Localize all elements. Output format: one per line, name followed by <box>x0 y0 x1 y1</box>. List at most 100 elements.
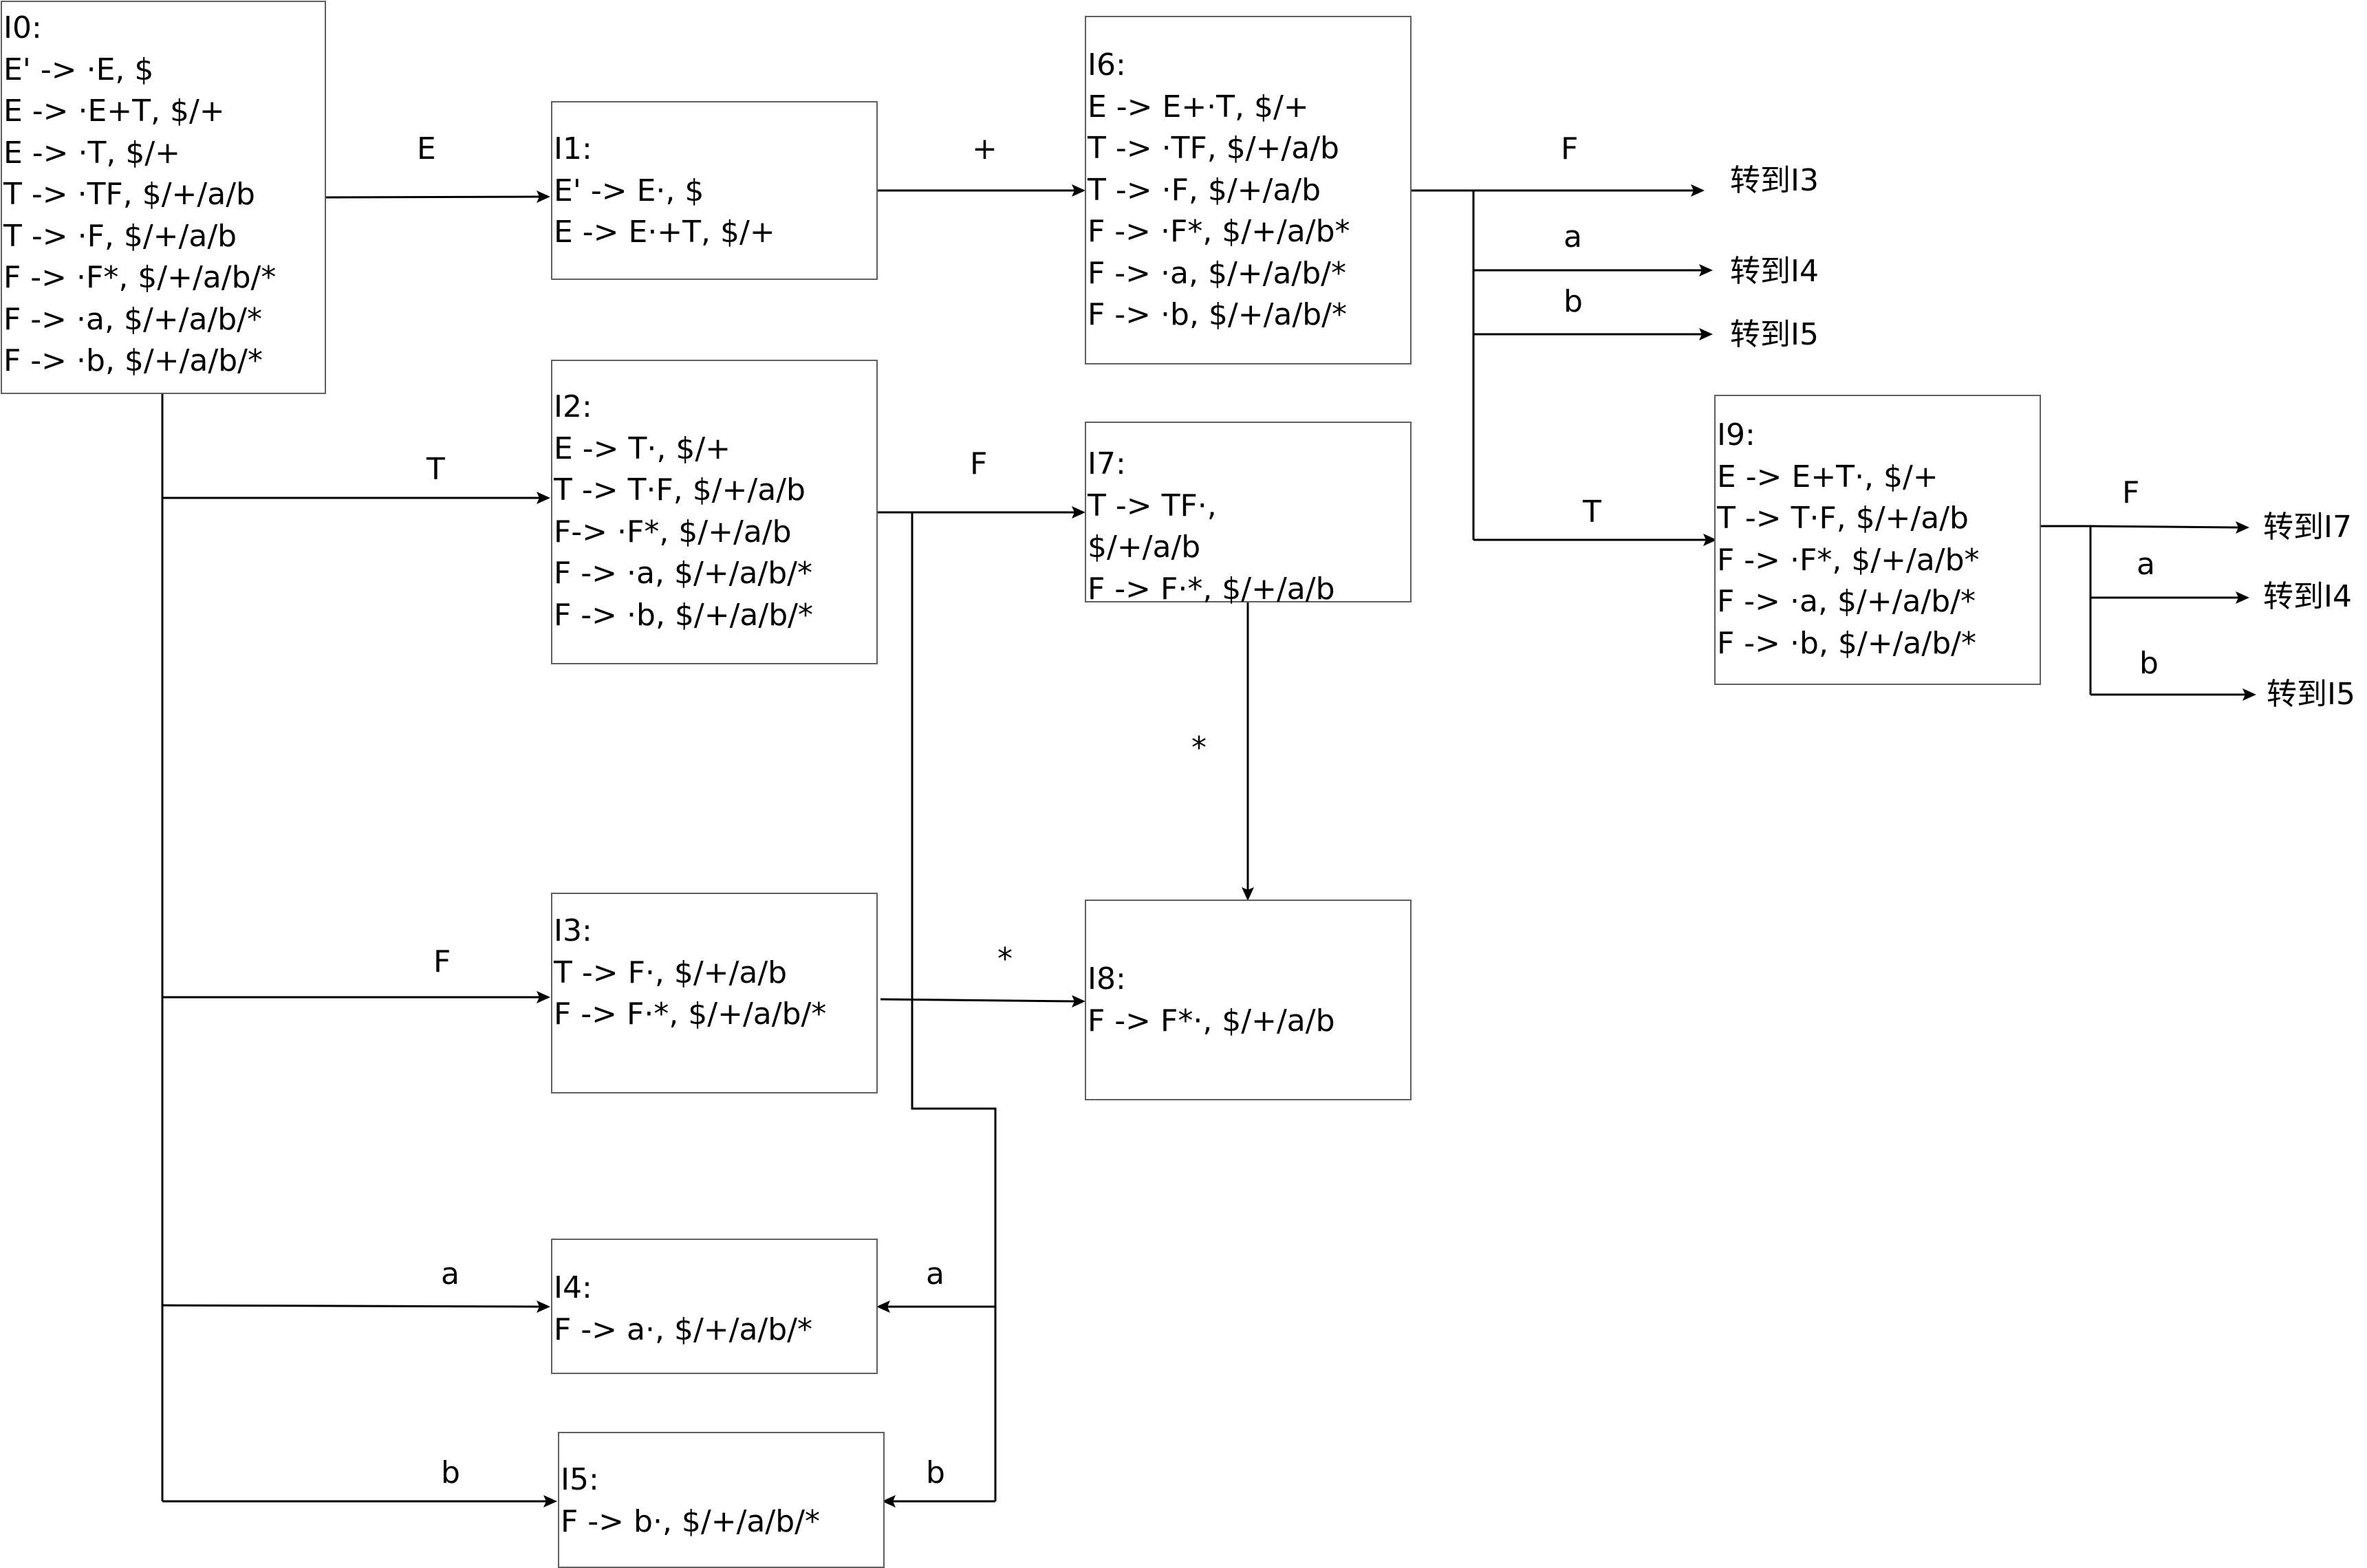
edge-label-i0-i3: F <box>433 944 451 979</box>
arrowhead <box>543 1495 557 1507</box>
edge-i9-goto-i7 <box>2090 525 2240 529</box>
state-box-i1: I1:E' -> E·, $E -> E·+T, $/+ <box>551 101 878 280</box>
state-box-i8: I8: F -> F*·, $/+/a/b <box>1085 900 1412 1100</box>
edge-label-i6-f: F <box>1561 131 1579 166</box>
lr-item: F -> ·F*, $/+/a/b/* <box>3 260 277 295</box>
arrowhead <box>2236 591 2249 604</box>
lr-item: F -> ·a, $/+/a/b/* <box>1717 584 1976 619</box>
lr-item: T -> ·TF, $/+/a/b <box>1088 131 1339 166</box>
arrowhead <box>2242 688 2256 701</box>
arrowhead <box>2236 521 2249 534</box>
lr-item: F -> ·F*, $/+/a/b* <box>1717 542 1980 578</box>
lr-item: F -> ·a, $/+/a/b/* <box>1088 255 1346 291</box>
lr-item: E' -> ·E, $ <box>3 52 154 87</box>
arrowhead <box>1703 534 1717 546</box>
lr-item: F -> F·*, $/+/a/b/* <box>554 997 827 1032</box>
edge-label-i0-i4: a <box>441 1256 460 1292</box>
edge-label-i6-i9: T <box>1583 494 1601 530</box>
edge-label-i2-i5: b <box>926 1455 945 1490</box>
lr-item: F -> ·a, $/+/a/b/* <box>554 556 812 591</box>
arrowhead <box>1699 264 1713 276</box>
arrowhead <box>537 492 550 504</box>
state-title: I8: <box>1088 961 1126 997</box>
arrowhead <box>1072 184 1085 197</box>
lr-item: E -> E+·T, $/+ <box>1088 89 1309 124</box>
arrowhead <box>537 1300 550 1313</box>
arrowhead <box>876 1300 890 1313</box>
lr-item: T -> T·F, $/+/a/b <box>1717 501 1969 536</box>
arrowhead <box>1242 887 1254 901</box>
edge-label-i1-i6: + <box>972 131 997 166</box>
state-title: I1: <box>554 131 592 166</box>
lr-item: $/+/a/b <box>1088 530 1201 565</box>
state-items-i4: I4: F -> a·, $/+/a/b/* <box>554 1267 812 1351</box>
lr-item: E -> ·E+T, $/+ <box>3 94 225 129</box>
arrowhead <box>882 1495 896 1507</box>
lr-item: F-> ·F*, $/+/a/b <box>554 514 792 549</box>
state-items-i0: I0: E' -> ·E, $ E -> ·E+T, $/+ E -> ·T, $/+… <box>3 8 276 382</box>
lr-item: E -> E+T·, $/+ <box>1717 459 1938 494</box>
edge-label-i0-i2: T <box>426 452 445 487</box>
edge-i3-to-i8 <box>880 998 1077 1003</box>
state-title: I7: <box>1088 446 1126 481</box>
lr-item: F -> b·, $/+/a/b/* <box>561 1503 820 1539</box>
lr-item: F -> ·F*, $/+/a/b* <box>1088 214 1350 249</box>
edge-label-i2-i4: a <box>926 1256 944 1292</box>
arrowhead <box>1072 995 1085 1008</box>
state-box-i0: I0: E' -> ·E, $ E -> ·E+T, $/+ E -> ·T, $/+… <box>1 1 326 394</box>
lr-item: T -> ·F, $/+/a/b <box>1088 172 1321 208</box>
lr-item: E' -> E·, $ <box>554 173 704 208</box>
arrowhead <box>1691 184 1705 197</box>
lr-item: T -> ·F, $/+/a/b <box>3 218 237 254</box>
edge-label-i6-a: a <box>1564 219 1582 254</box>
state-box-i3: I3: T -> F·, $/+/a/b F -> F·*, $/+/a/b/* <box>551 893 878 1093</box>
goto-target-i3: 转到I3 <box>1730 163 1819 198</box>
state-box-i4: I4: F -> a·, $/+/a/b/* <box>551 1239 878 1374</box>
arrowhead <box>537 991 550 1003</box>
edge-label-i2-i7: F <box>970 446 988 481</box>
goto-target-i5-from-i9: 转到I5 <box>2267 677 2355 712</box>
state-title: I2: <box>554 389 592 424</box>
goto-target-i4-from-i9: 转到I4 <box>2263 579 2352 614</box>
goto-target-i5: 转到I5 <box>1730 317 1819 352</box>
edge-label-i9-a: a <box>2137 547 2155 582</box>
arrowhead <box>1072 506 1085 519</box>
edge-i2-branch <box>911 512 997 1501</box>
lr-item: E -> ·T, $/+ <box>3 135 181 171</box>
arrowhead <box>537 190 550 203</box>
lr-item: F -> ·b, $/+/a/b/* <box>1717 625 1976 661</box>
lr-item: E -> T·, $/+ <box>554 431 731 466</box>
lr-item: F -> ·b, $/+/a/b/* <box>554 597 813 633</box>
arrowhead <box>1699 328 1713 340</box>
state-title: I3: <box>554 913 592 948</box>
state-title: I0: <box>3 10 42 45</box>
edge-label-i3-i8: * <box>997 941 1013 977</box>
edge-i9-trunk <box>2040 525 2092 695</box>
edge-label-i0-i5: b <box>441 1455 460 1490</box>
goto-target-i7: 转到I7 <box>2263 510 2352 545</box>
state-box-i5: I5: F -> b·, $/+/a/b/* <box>558 1432 885 1568</box>
lr-item: F -> a·, $/+/a/b/* <box>554 1311 812 1347</box>
edge-i0-to-i4 <box>162 1304 541 1308</box>
lr-item: T -> ·TF, $/+/a/b <box>3 177 255 212</box>
goto-target-i4: 转到I4 <box>1730 254 1819 289</box>
state-title: I4: <box>554 1270 592 1305</box>
state-items-i1: I1:E' -> E·, $E -> E·+T, $/+ <box>554 129 775 254</box>
lr-item: T -> T·F, $/+/a/b <box>554 472 806 508</box>
edge-i6-trunk <box>1412 189 1475 540</box>
state-title: I5: <box>561 1462 599 1497</box>
lr-item: T -> F·, $/+/a/b <box>554 955 788 990</box>
edge-label-i7-i8: * <box>1191 730 1207 765</box>
lr-item: F -> ·b, $/+/a/b/* <box>3 343 263 378</box>
edge-label-i9-f: F <box>2122 475 2140 510</box>
lr-item: F -> F*·, $/+/a/b <box>1088 1003 1335 1038</box>
